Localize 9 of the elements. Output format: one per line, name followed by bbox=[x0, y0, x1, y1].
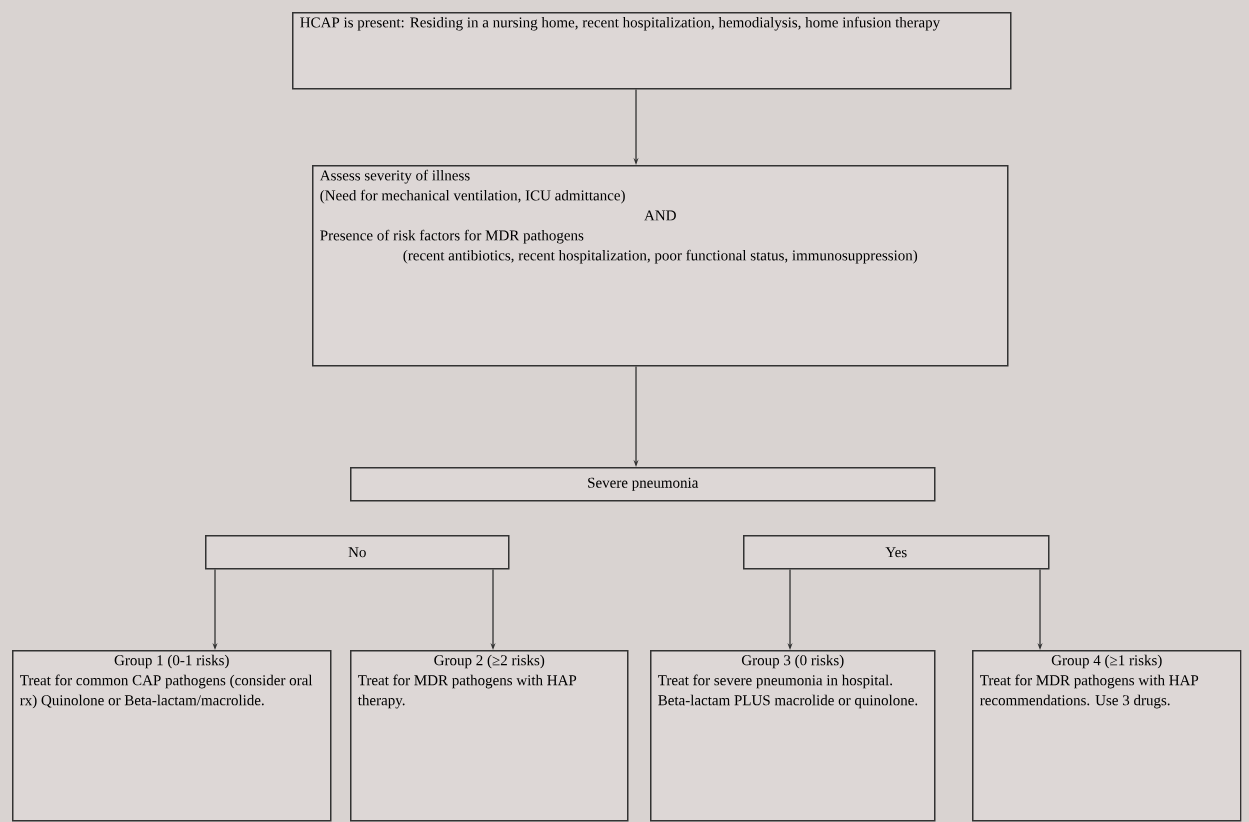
process-box: Group 2 (≥2 risks) Treat for MDR pathogens with HAP therapy. bbox=[350, 650, 629, 822]
process-box: HCAP is present: Residing in a nursing home, recent hospitalization, hemodialysis, home infusion therapy bbox=[292, 12, 1012, 90]
process-box: Severe pneumonia bbox=[350, 467, 936, 502]
process-box: Group 3 (0 risks) Treat for severe pneumonia in hospital. Beta-lactam PLUS macrolide or quinolone. bbox=[650, 650, 936, 822]
process-box: Assess severity of illness (Need for mechanical ventilation, ICU admittance) AND Presence of risk factors for MDR pathogens (recent antibiotics, recent hospitalization, poor functional status, immunosuppression) bbox=[312, 165, 1009, 367]
process-box: Group 4 (≥1 risks) Treat for MDR pathogens with HAP recommendations. Use 3 drugs. bbox=[972, 650, 1242, 822]
decision-box: No bbox=[205, 535, 510, 570]
decision-box: Yes bbox=[743, 535, 1050, 570]
process-box: Group 1 (0-1 risks) Treat for common CAP pathogens (consider oral rx) Quinolone or Beta-lactam/macrolide. bbox=[12, 650, 332, 822]
